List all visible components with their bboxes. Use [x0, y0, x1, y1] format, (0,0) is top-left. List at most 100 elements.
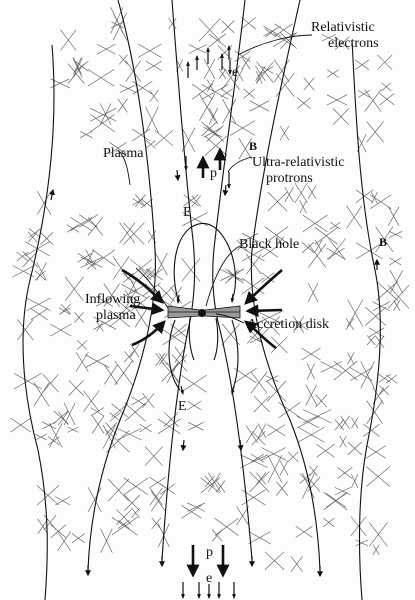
hatch-stroke [154, 129, 174, 147]
hatch-stroke [75, 351, 89, 372]
hatch-stroke [131, 396, 146, 406]
hatch-stroke [355, 189, 374, 203]
hatch-stroke [347, 299, 364, 327]
hatch-stroke [22, 250, 39, 268]
hatch-stroke [204, 135, 228, 156]
hatch-stroke [297, 427, 325, 443]
hatch-stroke [57, 531, 72, 552]
hatch-stroke [276, 236, 285, 247]
hatch-stroke [340, 415, 350, 429]
hatch-stroke [307, 185, 317, 200]
hatch-stroke [42, 421, 57, 430]
hatch-stroke [192, 83, 213, 100]
hatch-stroke [187, 400, 202, 411]
hatch-stroke [326, 493, 347, 508]
hatch-stroke [242, 247, 265, 262]
hatch-stroke [92, 249, 116, 267]
hatch-stroke [333, 360, 358, 381]
hatch-stroke [198, 18, 221, 42]
hatch-stroke [145, 140, 156, 149]
hatch-stroke [255, 70, 263, 84]
hatch-stroke [315, 394, 328, 408]
hatch-stroke [86, 260, 97, 270]
hatch-stroke [208, 107, 219, 125]
hatch-stroke [264, 551, 285, 570]
hatch-stroke [151, 491, 166, 512]
hatch-stroke [203, 58, 216, 80]
hatch-stroke [365, 306, 387, 326]
hatch-stroke [201, 84, 229, 100]
hatch-stroke [378, 385, 390, 396]
hatch-stroke [35, 434, 47, 441]
label-plasma: Plasma [103, 146, 144, 161]
hatch-stroke [36, 262, 47, 281]
hatch-stroke [124, 494, 141, 511]
e-field-lower-arrow-right [231, 385, 235, 395]
hatch-stroke [241, 56, 251, 70]
hatch-stroke [104, 364, 118, 385]
hatch-stroke [222, 99, 237, 124]
label-inflowing-line1: Inflowing [85, 292, 140, 307]
hatch-stroke [378, 373, 391, 383]
hatch-stroke [27, 231, 38, 243]
hatch-stroke [314, 239, 323, 253]
hatch-stroke [118, 54, 128, 65]
hatch-stroke [158, 353, 168, 366]
hatch-stroke [276, 481, 288, 496]
hatch-stroke [387, 285, 410, 309]
hatch-stroke [64, 276, 84, 301]
hatch-stroke [125, 289, 137, 309]
hatch-stroke [279, 32, 297, 49]
hatch-stroke [36, 485, 60, 506]
hatch-stroke [254, 310, 284, 325]
hatch-stroke [372, 301, 390, 312]
hatch-stroke [135, 194, 146, 207]
hatch-stroke [17, 319, 34, 341]
hatch-stroke [90, 407, 104, 417]
hatch-stroke [131, 295, 150, 311]
hatch-stroke [132, 81, 153, 95]
hatch-stroke [49, 422, 63, 448]
hatch-stroke [102, 425, 116, 449]
inflow-arrows [121, 268, 283, 350]
hatch-stroke [241, 489, 266, 506]
e-field-upper-arrow-right [230, 293, 235, 303]
hatch-stroke [71, 533, 85, 544]
hatch-stroke [302, 472, 315, 499]
label-leaders [117, 34, 313, 324]
hatch-stroke [68, 380, 84, 396]
hatch-stroke [339, 435, 347, 448]
hatch-stroke [236, 506, 249, 526]
hatch-stroke [321, 34, 336, 42]
hatch-stroke [366, 121, 384, 143]
hatch-stroke [168, 18, 177, 30]
hatch-stroke [58, 307, 71, 315]
label-e-top: e [232, 65, 238, 80]
hatch-stroke [157, 418, 181, 435]
hatch-stroke [96, 321, 104, 332]
hatch-stroke [389, 257, 402, 266]
hatch-stroke [363, 423, 380, 437]
hatch-stroke [74, 61, 89, 72]
hatch-stroke [305, 384, 317, 406]
hatch-stroke [142, 282, 161, 296]
hatch-stroke [261, 272, 275, 283]
hatch-stroke [149, 476, 166, 489]
hatch-stroke [275, 72, 295, 97]
hatch-stroke [116, 509, 132, 525]
hatch-stroke [134, 307, 148, 328]
hatch-stroke [307, 476, 321, 492]
hatch-stroke [188, 44, 207, 54]
hatch-stroke [230, 120, 256, 136]
label-e-bottom: e [206, 571, 212, 586]
hatch-stroke [234, 367, 257, 384]
hatch-stroke [235, 68, 244, 82]
hatch-stroke [221, 20, 235, 34]
hatch-stroke [316, 444, 335, 458]
hatch-stroke [301, 347, 321, 361]
hatch-stroke [145, 60, 162, 71]
hatch-stroke [77, 252, 93, 263]
hatch-stroke [140, 198, 153, 209]
hatch-stroke [58, 411, 69, 426]
hatch-stroke [351, 417, 359, 429]
